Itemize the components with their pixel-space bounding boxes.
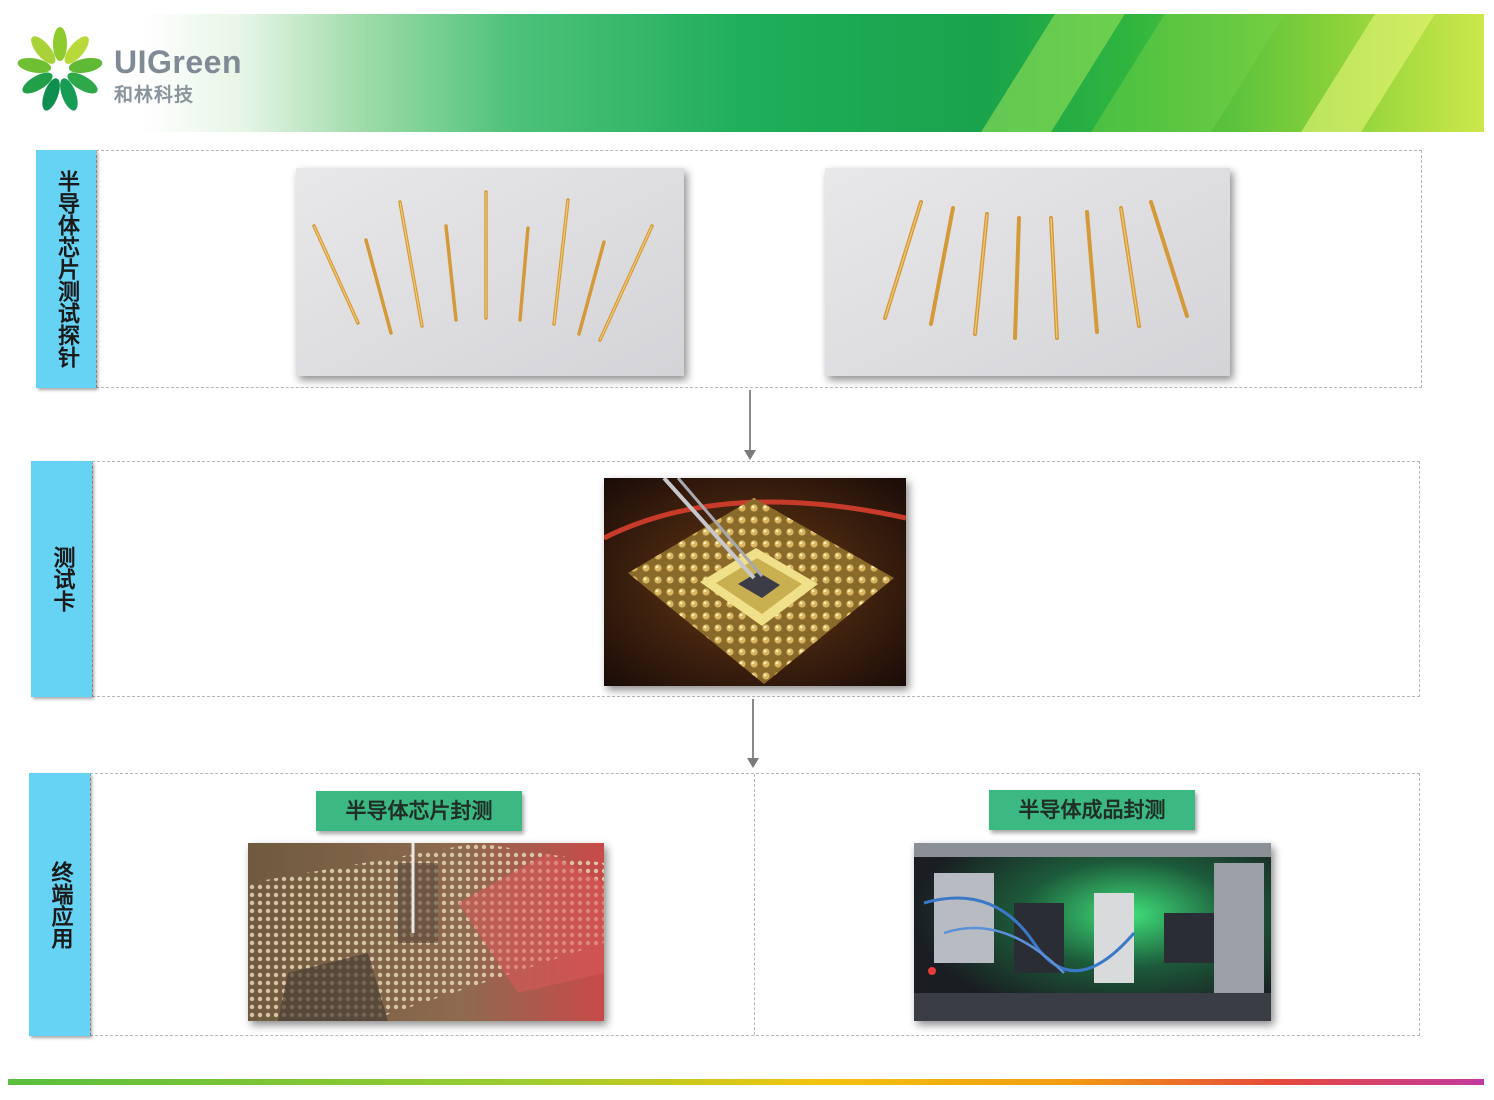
finished-product-test-caption: 半导体成品封测: [989, 790, 1195, 830]
probe-row-image: [825, 168, 1230, 376]
probe-photo-row: [825, 168, 1230, 376]
application-section-label: 终端应用: [47, 860, 73, 949]
flow-connector: [752, 699, 754, 759]
test-card-section-panel: [92, 461, 1420, 697]
flow-arrow-icon: [747, 758, 759, 768]
test-card-section-tab: 测试卡: [31, 461, 92, 697]
chip-package-test-photo: [248, 843, 604, 1021]
flow-arrow-icon: [744, 450, 756, 460]
probe-photo-fan: [296, 168, 684, 376]
brand-name: UIGreen: [114, 44, 242, 80]
probe-section-tab: 半导体芯片测试探针: [36, 150, 96, 388]
application-divider: [754, 774, 755, 1035]
footer-gradient-bar: [8, 1079, 1484, 1085]
application-section-panel: [90, 773, 1420, 1036]
header-light-beam: [1301, 14, 1435, 132]
flower-logo-icon: [17, 27, 103, 111]
probe-section-panel: [96, 150, 1422, 388]
chip-board-image: [248, 843, 604, 1021]
test-card-section-label: 测试卡: [49, 546, 75, 612]
test-card-photo: [604, 478, 906, 686]
application-section-tab: 终端应用: [29, 773, 90, 1036]
probe-section-label: 半导体芯片测试探针: [54, 170, 79, 368]
test-socket-image: [604, 478, 906, 686]
brand-subtitle: 和林科技: [114, 84, 195, 106]
header-banner: [8, 14, 1484, 132]
probe-fan-image: [296, 168, 684, 376]
test-machine-image: [914, 843, 1271, 1021]
flow-connector: [749, 390, 751, 452]
chip-package-test-caption: 半导体芯片封测: [316, 791, 522, 831]
header-light-beam: [1091, 14, 1285, 132]
finished-product-test-photo: [914, 843, 1271, 1021]
